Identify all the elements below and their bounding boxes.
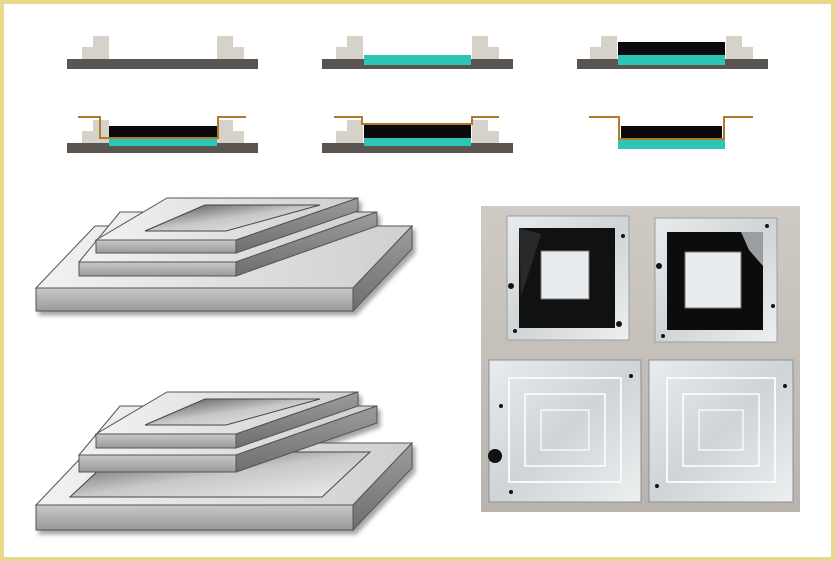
mold-left bbox=[590, 36, 617, 59]
cross-section-step-2 bbox=[322, 36, 513, 69]
mold-right bbox=[472, 120, 499, 143]
mold-left bbox=[336, 120, 363, 143]
cyan-layer bbox=[364, 55, 471, 65]
mold-right bbox=[472, 36, 499, 59]
clear-mold-right bbox=[649, 360, 793, 502]
cross-section-step-5 bbox=[322, 117, 513, 153]
substrate-layer bbox=[67, 59, 258, 69]
ink-frame-right bbox=[655, 218, 777, 342]
mold-right bbox=[217, 36, 244, 59]
mold-right bbox=[726, 36, 753, 59]
black-layer bbox=[621, 126, 722, 139]
cross-section-step-6 bbox=[589, 117, 753, 149]
cyan-layer bbox=[109, 138, 217, 146]
ink-frame-left bbox=[507, 216, 629, 340]
cross-section-step-3 bbox=[577, 36, 768, 69]
mold-right bbox=[217, 120, 244, 143]
fabricated-molds-photo bbox=[481, 206, 800, 512]
black-layer bbox=[618, 42, 725, 55]
black-layer bbox=[364, 124, 471, 138]
cross-section-step-1 bbox=[67, 36, 258, 69]
stacked-mold-assembled bbox=[36, 198, 412, 311]
stacked-mold-exploded bbox=[36, 392, 412, 530]
mold-left bbox=[82, 36, 109, 59]
cyan-layer bbox=[364, 138, 471, 146]
clear-mold-left bbox=[488, 360, 641, 502]
mold-left bbox=[82, 120, 109, 143]
photo-illustration bbox=[481, 206, 800, 512]
black-layer bbox=[109, 126, 217, 138]
cyan-layer bbox=[618, 55, 725, 65]
cross-section-step-4 bbox=[67, 117, 258, 153]
mold-left bbox=[336, 36, 363, 59]
cyan-layer bbox=[618, 139, 725, 149]
